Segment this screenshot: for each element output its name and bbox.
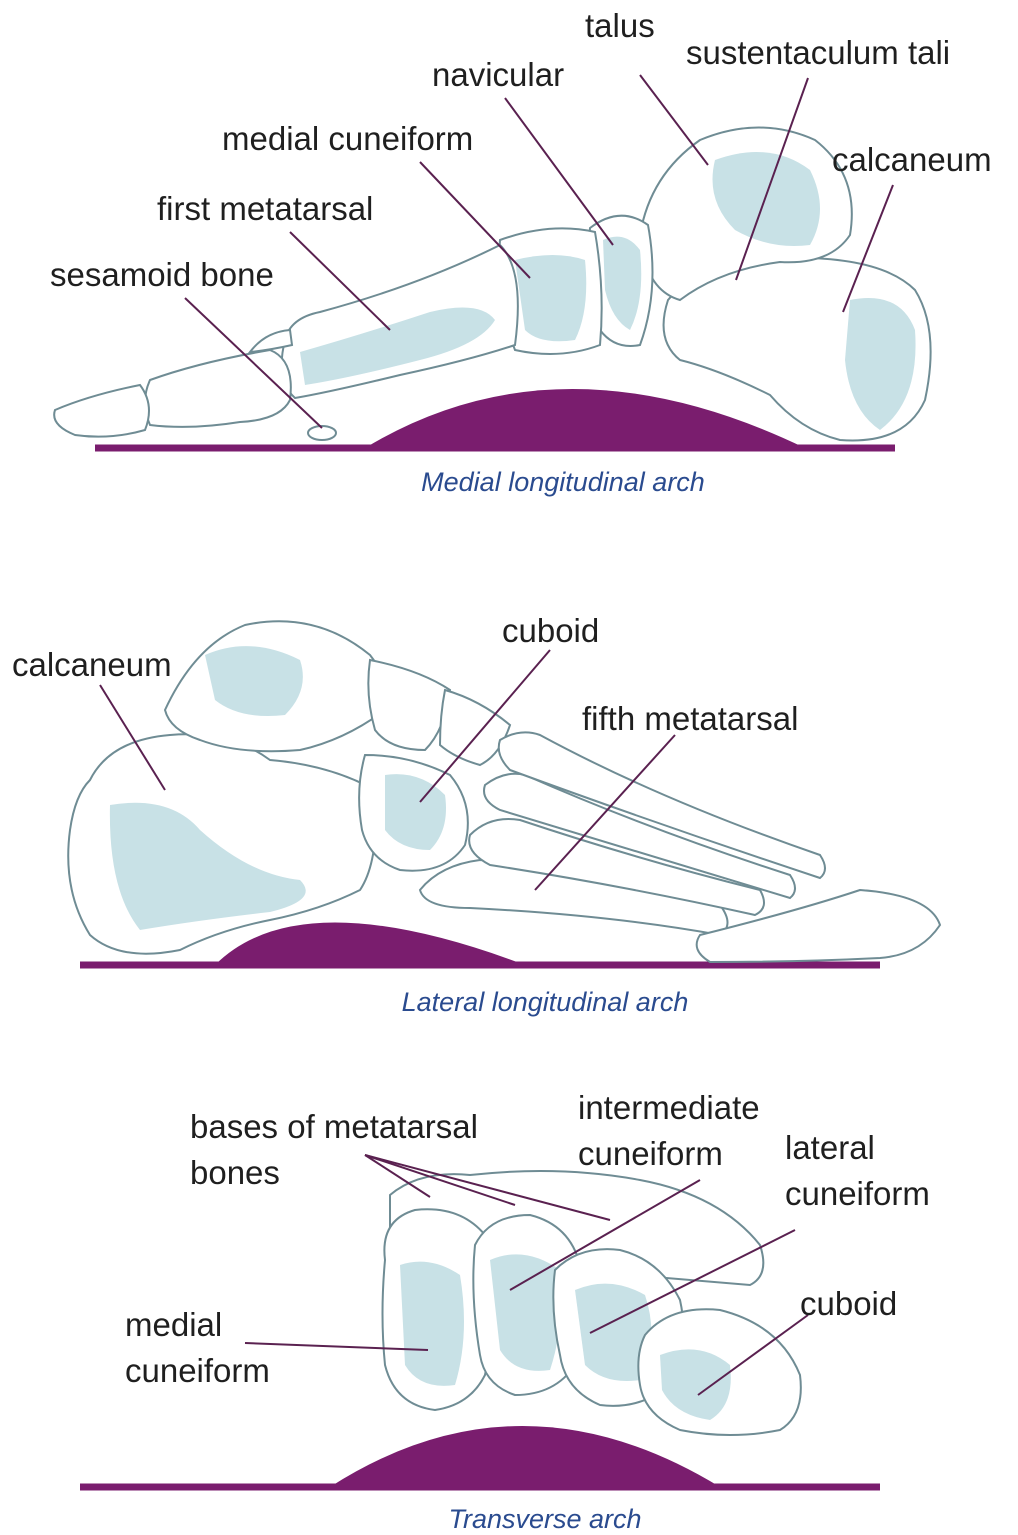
label-medial-line2: cuneiform [125,1348,270,1394]
medial-sesamoid-bone [308,426,336,440]
lateral-navicular-bone [368,660,450,750]
caption-transverse-arch: Transverse arch [36,1503,1018,1535]
medial-proximal-phalanx-bone [145,350,291,427]
caption-medial-arch: Medial longitudinal arch [54,466,1018,498]
label-talus: talus [585,3,655,49]
label-medial-cuneiform: medial cuneiform [222,116,473,162]
label-sustentaculum-tali: sustentaculum tali [686,30,950,76]
label-first-metatarsal: first metatarsal [157,186,373,232]
leader-talus [640,75,708,165]
label-cuboid-transverse: cuboid [800,1281,897,1327]
label-navicular: navicular [432,52,564,98]
lateral-arch-panel: calcaneum cuboid fifth metatarsal Latera… [0,590,1018,1030]
transverse-arch-support [330,1426,720,1487]
label-sesamoid-bone: sesamoid bone [50,252,274,298]
label-intermediate-line2: cuneiform [578,1131,723,1177]
medial-distal-phalanx-bone [54,385,149,437]
label-bases-line2: bones [190,1150,280,1196]
label-intermediate-line1: intermediate [578,1085,760,1131]
label-calcaneum-lateral: calcaneum [12,642,172,688]
medial-arch-support [365,389,805,448]
label-lateral-line2: cuneiform [785,1171,930,1217]
label-cuboid-lateral: cuboid [502,608,599,654]
label-fifth-metatarsal: fifth metatarsal [582,696,798,742]
label-medial-line1: medial [125,1302,222,1348]
medial-arch-panel: talus sustentaculum tali navicular calca… [0,0,1018,510]
transverse-arch-panel: bases of metatarsal bones intermediate c… [0,1085,1018,1535]
caption-lateral-arch: Lateral longitudinal arch [36,986,1018,1018]
label-lateral-line1: lateral [785,1125,875,1171]
lateral-arch-support [215,923,525,966]
label-bases-line1: bases of metatarsal [190,1104,478,1150]
label-calcaneum-medial: calcaneum [832,137,992,183]
leader-navicular [505,98,613,245]
